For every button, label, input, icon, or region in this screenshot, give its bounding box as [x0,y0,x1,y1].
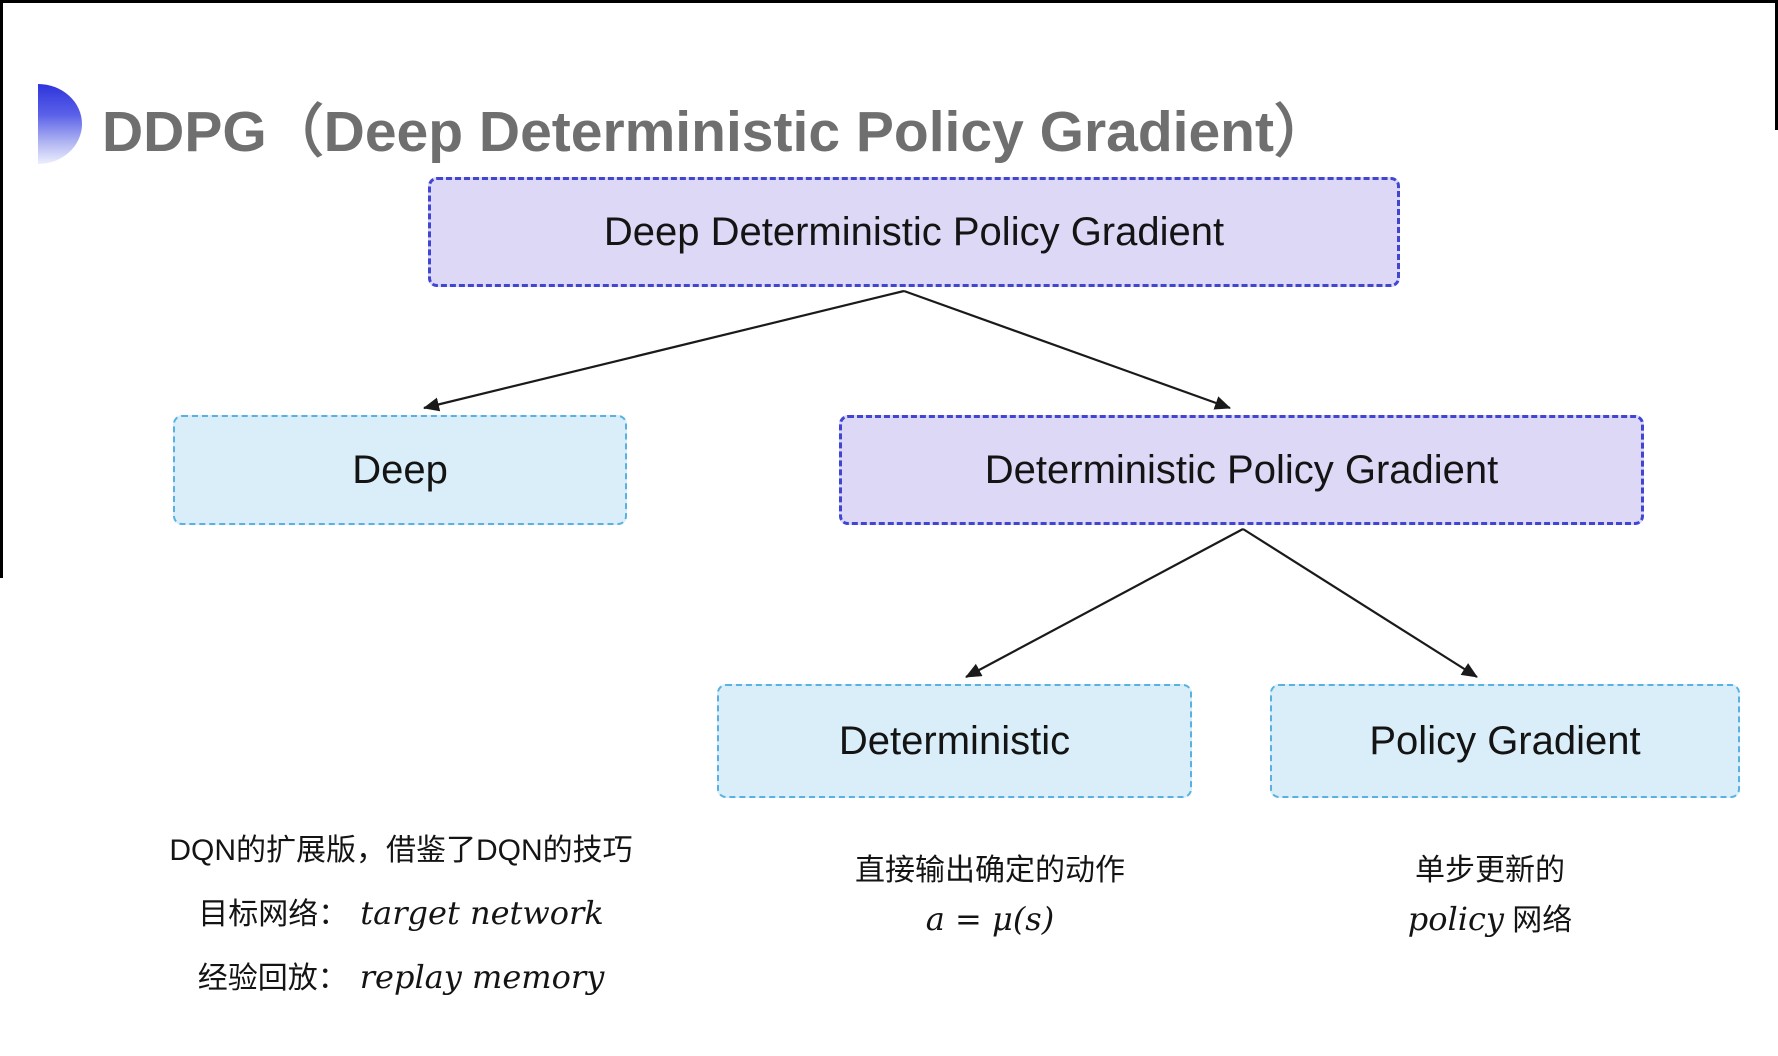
annotation-policy-gradient-line2-zh: 网络 [1503,904,1573,937]
node-root-label: Deep Deterministic Policy Gradient [603,209,1225,254]
frame-line-left [0,0,3,578]
arrow-dpg-to-policy-gradient [1242,528,1478,678]
annotation-policy-gradient-line1-text: 单步更新的 [1415,854,1565,887]
node-deep: Deep [173,415,627,525]
annotation-deep-line3: 经验回放： replay memory [118,946,684,1010]
annotation-deep: DQN的扩展版，借鉴了DQN的技巧 目标网络： target network 经验… [118,820,684,1010]
arrow-root-to-dpg [903,289,1231,410]
annotation-deterministic-line1: 直接输出确定的动作 [790,847,1190,895]
annotation-deterministic-equation: a = μ(s) [790,895,1190,945]
annotation-deep-line2: 目标网络： target network [118,882,684,946]
annotation-policy-gradient: 单步更新的 policy 网络 [1290,847,1690,945]
arrow-root-to-deep [423,289,905,412]
annotation-deep-line3-zh: 经验回放： [197,962,348,995]
arrow-dpg-to-deterministic [965,528,1244,678]
slide-title: DDPG（Deep Deterministic Policy Gradient） [102,100,1331,164]
title-bullet-icon [38,84,82,164]
annotation-deep-line1-text: DQN的扩展版，借鉴了DQN的技巧 [169,834,633,867]
equation-a-mu-s: a = μ(s) [925,900,1055,938]
node-deterministic-label: Deterministic [838,718,1071,763]
node-policy-gradient: Policy Gradient [1270,684,1740,798]
annotation-policy-gradient-line2: policy 网络 [1290,895,1690,945]
annotation-deterministic: 直接输出确定的动作 a = μ(s) [790,847,1190,945]
node-policy-gradient-label: Policy Gradient [1369,718,1641,763]
annotation-deep-line2-zh: 目标网络： [198,898,349,931]
node-deterministic: Deterministic [717,684,1192,798]
annotation-deep-line2-en: target network [360,894,604,932]
frame-line-right [1775,0,1778,130]
annotation-policy-gradient-line1: 单步更新的 [1290,847,1690,895]
frame-line-top [0,0,1778,3]
node-deterministic-policy-gradient: Deterministic Policy Gradient [839,415,1644,525]
node-deep-label: Deep [352,447,448,492]
node-dpg-label: Deterministic Policy Gradient [984,447,1499,492]
annotation-deep-line1: DQN的扩展版，借鉴了DQN的技巧 [118,820,684,882]
annotation-policy-gradient-line2-en: policy [1407,900,1504,938]
node-deep-deterministic-policy-gradient: Deep Deterministic Policy Gradient [428,177,1400,287]
annotation-deep-line3-en: replay memory [359,958,605,996]
annotation-deterministic-line1-text: 直接输出确定的动作 [855,854,1125,887]
